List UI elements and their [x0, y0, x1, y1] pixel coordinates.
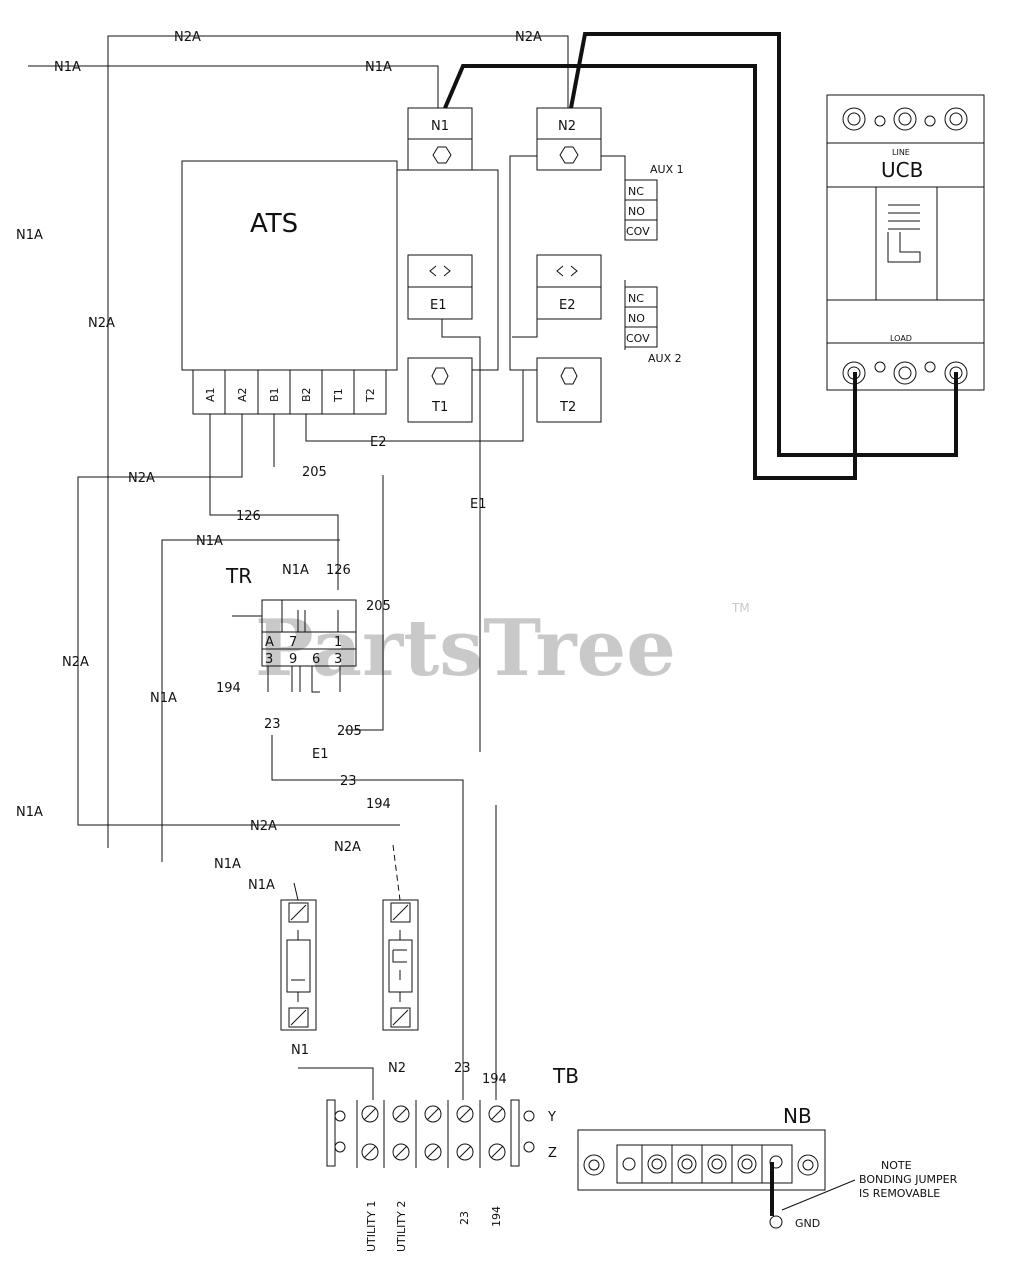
- wire-label-n2a-vertical: N2A: [88, 316, 115, 331]
- wire-label-n1a-fuse-a: N1A: [214, 857, 241, 872]
- tr-row2-c1: 3: [265, 652, 273, 667]
- ucb-label: UCB: [881, 158, 923, 182]
- aux2-contacts: [625, 287, 657, 347]
- middle-wiring: [78, 319, 537, 862]
- wire-label-n2a-mid: N2A: [128, 471, 155, 486]
- t1-terminal: [408, 358, 472, 422]
- tb-terminal-block: [327, 1100, 534, 1168]
- wire-label-n2a-top-right: N2A: [515, 30, 542, 45]
- aux1-label: AUX 1: [650, 163, 684, 176]
- watermark-tm: TM: [731, 601, 750, 615]
- tr-row1-c4: 1: [334, 635, 342, 650]
- aux1-no: NO: [628, 205, 645, 218]
- wire-label-e2: E2: [370, 435, 387, 450]
- n1-terminal: [408, 108, 472, 170]
- wire-label-n2a-bottom: N2A: [250, 819, 277, 834]
- tr-126-label: 126: [326, 563, 351, 578]
- tr-relay: [232, 600, 356, 692]
- wire-label-n1a-lower: N1A: [150, 691, 177, 706]
- aux1-cov: COV: [626, 225, 650, 238]
- fuse-holder-n1: [281, 900, 316, 1030]
- gnd-label: GND: [795, 1217, 820, 1230]
- wire-label-n1a-top-left: N1A: [54, 60, 81, 75]
- wire-label-23-mid: 23: [340, 774, 357, 789]
- t2-terminal: [537, 358, 601, 422]
- e2-terminal: [537, 255, 601, 319]
- wire-label-205-low: 205: [337, 724, 362, 739]
- wire-label-n1a-fuse-b: N1A: [248, 878, 275, 893]
- wire-label-205-top: 205: [302, 465, 327, 480]
- ucb-line-label: LINE: [892, 148, 910, 157]
- tb-top-23: 23: [454, 1061, 471, 1076]
- wire-label-194-mid: 194: [366, 797, 391, 812]
- wire-label-e1-right: E1: [470, 497, 487, 512]
- wire-label-194-tr: 194: [216, 681, 241, 696]
- note-line-2: BONDING JUMPER: [859, 1173, 958, 1186]
- ats-terminal-a1: A1: [204, 387, 217, 402]
- aux2-label: AUX 2: [648, 352, 682, 365]
- tb-label: TB: [552, 1064, 579, 1088]
- ats-terminal-b1: B1: [268, 387, 281, 402]
- aux2-nc: NC: [628, 292, 644, 305]
- tb-bottom-utility2: UTILITY 2: [395, 1201, 408, 1252]
- fuse-label-n1: N1: [291, 1043, 309, 1058]
- tb-z-label: Z: [548, 1146, 557, 1161]
- top-wiring: [28, 36, 568, 848]
- tr-row2-c2: 9: [289, 652, 297, 667]
- wire-label-n2a-fuse: N2A: [334, 840, 361, 855]
- wire-label-e1-low: E1: [312, 747, 329, 762]
- aux2-cov: COV: [626, 332, 650, 345]
- fuse-holder-n2: [383, 900, 418, 1030]
- ats-terminal-t1: T1: [332, 388, 345, 403]
- ucb-breaker: [827, 95, 984, 390]
- ats-label: ATS: [250, 209, 298, 239]
- note-line-1: NOTE: [881, 1159, 912, 1172]
- tb-bottom-194: 194: [490, 1206, 503, 1227]
- tr-row1-c1: A: [265, 635, 274, 650]
- ats-bus-lines: [397, 156, 625, 370]
- tr-row2-c4: 3: [334, 652, 342, 667]
- wire-label-n1a-left: N1A: [16, 228, 43, 243]
- n2-terminal-label: N2: [558, 119, 576, 134]
- tr-row2-c3: 6: [312, 652, 320, 667]
- tb-top-194: 194: [482, 1072, 507, 1087]
- e2-terminal-label: E2: [559, 298, 576, 313]
- ats-terminal-b2: B2: [300, 387, 313, 402]
- wire-label-n1a-bottom-left: N1A: [16, 805, 43, 820]
- power-cables: [445, 34, 956, 478]
- ucb-load-label: LOAD: [890, 334, 912, 343]
- wire-label-n2a-lower: N2A: [62, 655, 89, 670]
- wire-label-23-tr: 23: [264, 717, 281, 732]
- ats-block: [182, 161, 397, 414]
- tr-row1-c2: 7: [289, 635, 297, 650]
- aux1-nc: NC: [628, 185, 644, 198]
- nb-label: NB: [783, 1104, 812, 1128]
- wire-label-n1a-top: N1A: [365, 60, 392, 75]
- wire-label-126: 126: [236, 509, 261, 524]
- tb-bottom-23: 23: [458, 1211, 471, 1225]
- wire-label-205-mid: 205: [366, 599, 391, 614]
- nb-neutral-bar: [578, 1130, 855, 1228]
- n2-terminal: [537, 108, 601, 170]
- note-line-3: IS REMOVABLE: [859, 1187, 940, 1200]
- e1-terminal: [408, 255, 472, 319]
- aux2-no: NO: [628, 312, 645, 325]
- ats-terminal-a2: A2: [236, 387, 249, 402]
- tr-n1a-label: N1A: [282, 563, 309, 578]
- tr-label: TR: [225, 564, 252, 588]
- t2-terminal-label: T2: [559, 400, 576, 415]
- wire-label-n1a-mid: N1A: [196, 534, 223, 549]
- tb-bottom-utility1: UTILITY 1: [365, 1201, 378, 1252]
- lower-wiring: [272, 735, 496, 1100]
- t1-terminal-label: T1: [431, 400, 448, 415]
- n1-terminal-label: N1: [431, 119, 449, 134]
- aux1-contacts: [625, 180, 657, 240]
- tb-top-n2: N2: [388, 1061, 406, 1076]
- ats-terminal-t2: T2: [364, 388, 377, 403]
- e1-terminal-label: E1: [430, 298, 447, 313]
- wire-label-n2a-top: N2A: [174, 30, 201, 45]
- tb-y-label: Y: [547, 1110, 556, 1125]
